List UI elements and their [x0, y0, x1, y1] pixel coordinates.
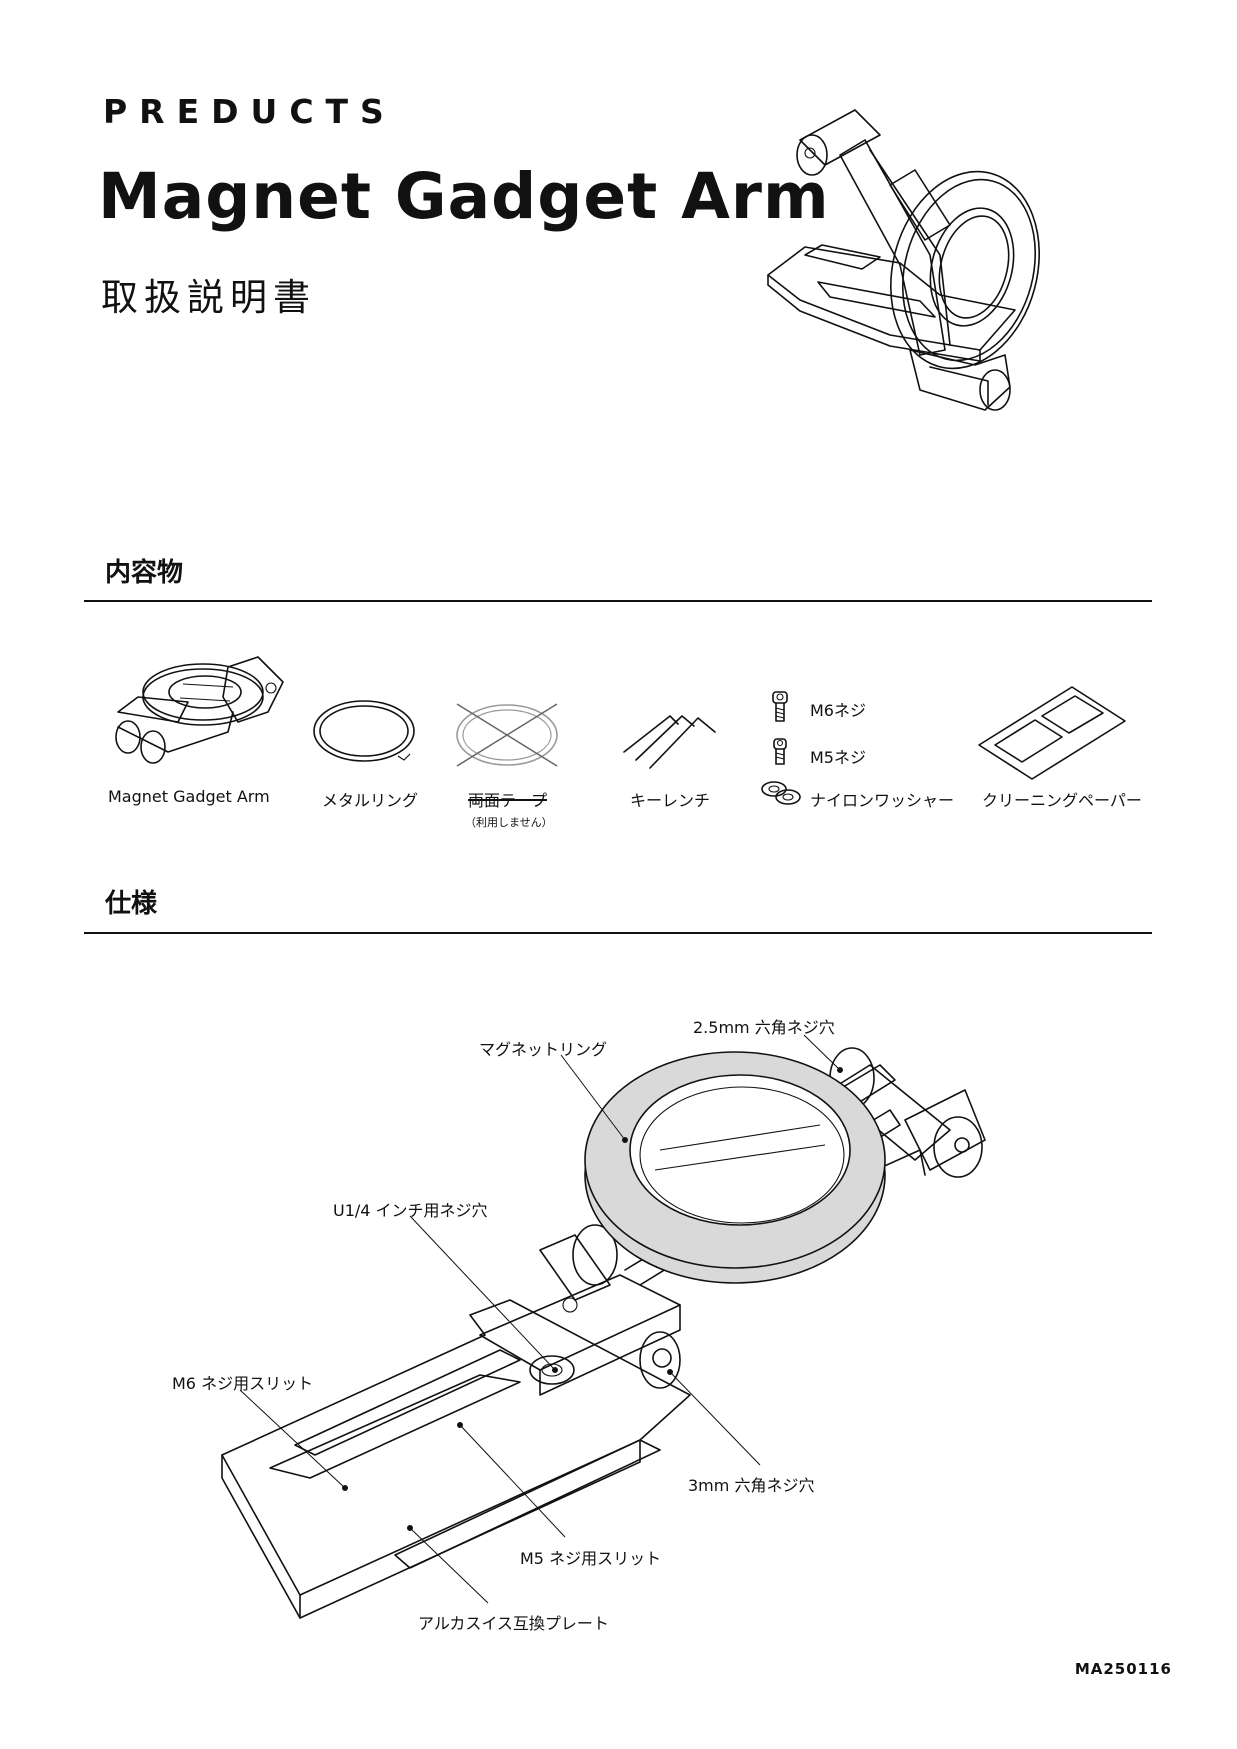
hex-key-icon — [623, 715, 716, 769]
screw-label-m6: M6ネジ — [810, 701, 866, 720]
cleaning-paper-icon — [978, 686, 1126, 780]
document-code: MA250116 — [1074, 1660, 1172, 1678]
callout-arca-plate: アルカスイス互換プレート — [418, 1614, 609, 1633]
callout-m6-slit: M6 ネジ用スリット — [172, 1374, 314, 1393]
contents-heading: 内容物 — [105, 558, 184, 588]
item-note-not-used: （利用しません） — [465, 816, 553, 829]
contents-divider — [84, 600, 1152, 602]
item-label-cleaning-paper: クリーニングペーパー — [982, 791, 1142, 810]
callout-u14-screw-hole: U1/4 インチ用ネジ穴 — [333, 1201, 488, 1220]
item-label-nylon-washer: ナイロンワッシャー — [810, 791, 955, 810]
screw-icon — [772, 691, 788, 722]
double-sided-tape-icon — [456, 703, 558, 767]
specs-heading: 仕様 — [105, 889, 158, 919]
metal-ring-icon — [313, 700, 415, 762]
callout-m5-slit: M5 ネジ用スリット — [520, 1549, 662, 1568]
specs-divider — [84, 932, 1152, 934]
manual-subtitle: 取扱説明書 — [101, 276, 316, 319]
gadget-arm-icon — [115, 656, 284, 764]
screw-icon — [773, 738, 787, 765]
item-label-double-sided-tape: 両面テープ — [468, 787, 548, 811]
screw-label-m5: M5ネジ — [810, 748, 866, 767]
callout-hex-2-5mm: 2.5mm 六角ネジ穴 — [693, 1018, 835, 1037]
callout-magnet-ring: マグネットリング — [479, 1040, 608, 1059]
callout-hex-3mm: 3mm 六角ネジ穴 — [688, 1476, 815, 1495]
product-title: Magnet Gadget Arm — [98, 160, 830, 233]
brand-name: PREDUCTS — [103, 92, 396, 131]
item-label-gadget-arm: Magnet Gadget Arm — [108, 787, 270, 806]
hero-product-illustration — [767, 109, 1041, 411]
item-label-hex-key: キーレンチ — [630, 791, 711, 810]
nylon-washer-icon — [761, 781, 801, 805]
item-label-metal-ring: メタルリング — [322, 791, 419, 810]
